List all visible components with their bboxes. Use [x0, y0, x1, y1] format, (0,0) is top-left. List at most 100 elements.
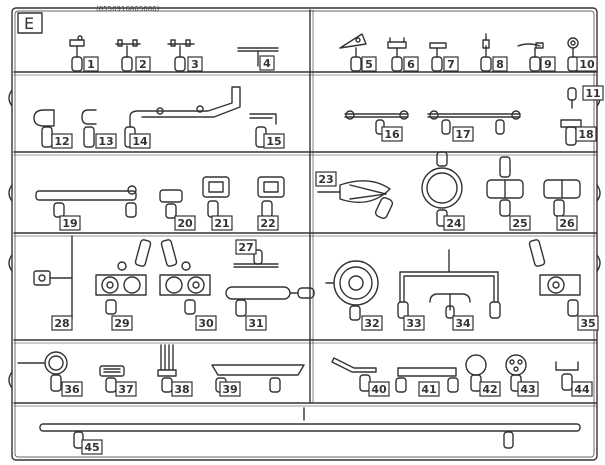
part-33 — [397, 249, 501, 319]
part-9 — [517, 42, 544, 72]
part-number-box — [368, 381, 390, 397]
part-number-box — [556, 215, 578, 231]
part-30 — [159, 239, 211, 315]
part-number: 23 — [318, 173, 333, 186]
part-number-box — [443, 215, 465, 231]
part-number-box — [575, 126, 597, 142]
part-32 — [325, 260, 379, 321]
part-number-label: 28 — [51, 315, 73, 331]
part-31 — [225, 286, 315, 317]
part-number-label: 8 — [492, 56, 508, 72]
part-number: 19 — [62, 217, 77, 230]
part-25 — [486, 156, 524, 217]
part-number-box — [479, 381, 501, 397]
part-number: 13 — [98, 135, 113, 148]
part-number-box — [187, 56, 203, 72]
part-28 — [33, 235, 73, 319]
part-number: 2 — [139, 58, 147, 71]
part-number: 8 — [496, 58, 504, 71]
part-number-label: 1 — [83, 56, 99, 72]
part-number-label: 21 — [211, 215, 233, 231]
part-number-box — [582, 85, 604, 101]
part-number-box — [361, 56, 377, 72]
part-26 — [543, 179, 581, 217]
part-number: 40 — [371, 383, 387, 396]
part-number-label: 32 — [361, 315, 383, 331]
part-number: 27 — [238, 241, 253, 254]
part-number-label: 36 — [61, 381, 83, 397]
part-2 — [115, 39, 141, 72]
part-number-label: 7 — [443, 56, 459, 72]
part-number: 22 — [260, 217, 275, 230]
part-number-box — [492, 56, 508, 72]
part-number: 31 — [248, 317, 263, 330]
part-number-label: 22 — [257, 215, 279, 231]
part-number-label: 43 — [517, 381, 539, 397]
part-number: 45 — [84, 441, 99, 454]
part-number-box — [83, 56, 99, 72]
part-number-box — [540, 56, 556, 72]
part-number-label: 34 — [452, 315, 474, 331]
part-number-label: 24 — [443, 215, 465, 231]
part-36 — [17, 351, 68, 392]
part-number-label: 18 — [575, 126, 597, 142]
part-number-box — [259, 55, 275, 71]
part-number: 34 — [455, 317, 471, 330]
part-8 — [480, 33, 492, 72]
part-number-box — [171, 381, 193, 397]
part-number-label: 14 — [129, 133, 151, 149]
part-number-label: 17 — [452, 126, 474, 142]
part-20 — [159, 189, 183, 219]
part-number-label: 3 — [187, 56, 203, 72]
part-29 — [95, 239, 152, 315]
part-number: 26 — [559, 217, 575, 230]
sprue-code: (8550916865086) — [96, 5, 160, 13]
part-number-box — [211, 215, 233, 231]
part-number-box — [195, 315, 217, 331]
part-number-label: 42 — [479, 381, 501, 397]
part-number-box — [95, 133, 117, 149]
part-24 — [421, 151, 463, 227]
part-number-label: 45 — [81, 439, 103, 455]
part-number-label: 30 — [195, 315, 217, 331]
part-23 — [317, 180, 394, 219]
part-number-box — [235, 239, 257, 255]
part-number-box — [174, 215, 196, 231]
part-number-box — [517, 381, 539, 397]
part-number-box — [452, 126, 474, 142]
part-number-label: 23 — [315, 171, 337, 187]
part-number-box — [452, 315, 474, 331]
part-number-label: 40 — [368, 381, 390, 397]
part-38 — [157, 344, 177, 393]
part-number: 15 — [266, 135, 281, 148]
part-number-label: 13 — [95, 133, 117, 149]
part-number-box — [135, 56, 151, 72]
part-number-label: 6 — [403, 56, 419, 72]
part-number: 37 — [118, 383, 133, 396]
part-27 — [233, 249, 279, 268]
part-number-label: 31 — [245, 315, 267, 331]
part-12 — [33, 109, 55, 148]
part-number: 9 — [544, 58, 552, 71]
part-11 — [567, 87, 577, 109]
part-number: 35 — [580, 317, 595, 330]
part-number: 20 — [177, 217, 193, 230]
part-number: 39 — [222, 383, 237, 396]
part-35 — [528, 239, 581, 317]
part-4 — [237, 47, 279, 67]
part-6 — [387, 37, 407, 72]
part-number: 36 — [64, 383, 80, 396]
part-number-label: 11 — [582, 85, 604, 101]
part-number-box — [245, 315, 267, 331]
sprue-letter-box — [17, 12, 43, 34]
part-number: 24 — [446, 217, 462, 230]
part-number-label: 5 — [361, 56, 377, 72]
part-13 — [81, 109, 97, 148]
part-number-box — [361, 315, 383, 331]
part-number-label: 16 — [381, 126, 403, 142]
part-41 — [395, 367, 459, 393]
part-number: 3 — [191, 58, 199, 71]
sprue-letter: E — [24, 14, 34, 33]
part-number-label: 35 — [577, 315, 599, 331]
